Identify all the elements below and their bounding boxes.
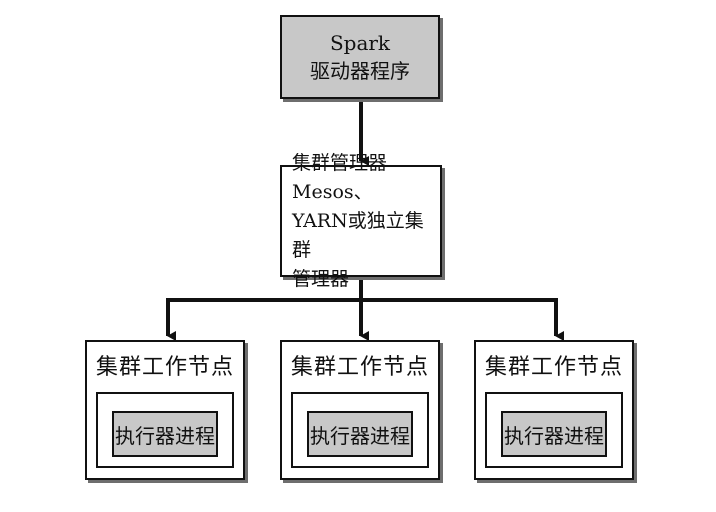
worker-node-title: 集群工作节点	[290, 355, 429, 380]
worker-node-title: 集群工作节点	[484, 355, 623, 380]
executor-frame: 执行器进程	[96, 392, 234, 468]
driver-label-line2: 驱动器程序	[310, 59, 410, 83]
executor-process-box: 执行器进程	[307, 411, 413, 457]
executor-frame: 执行器进程	[291, 392, 429, 468]
worker-node-2: 集群工作节点 执行器进程	[280, 340, 440, 480]
worker-node-title: 集群工作节点	[95, 355, 234, 380]
worker-node-3: 集群工作节点 执行器进程	[474, 340, 634, 480]
executor-frame: 执行器进程	[485, 392, 623, 468]
spark-driver-box: Spark 驱动器程序	[280, 15, 440, 99]
cluster-manager-line1: 集群管理器Mesos、	[292, 151, 388, 203]
cluster-manager-line2: YARN或独立集群	[292, 209, 424, 261]
executor-process-box: 执行器进程	[501, 411, 607, 457]
executor-process-box: 执行器进程	[112, 411, 218, 457]
cluster-manager-box: 集群管理器Mesos、 YARN或独立集群 管理器	[280, 152, 442, 290]
driver-label-line1: Spark	[329, 31, 391, 55]
worker-node-1: 集群工作节点 执行器进程	[85, 340, 245, 480]
cluster-manager-line3: 管理器	[292, 267, 350, 290]
